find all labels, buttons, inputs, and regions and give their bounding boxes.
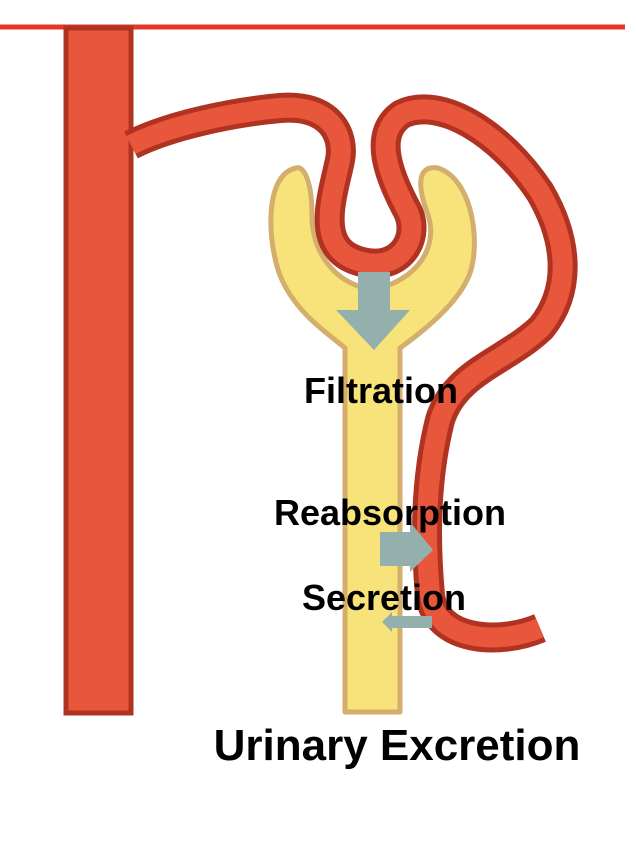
secretion-label: Secretion (302, 577, 466, 618)
filtration-arrow (336, 272, 410, 350)
renal-tubule (268, 165, 477, 715)
reabsorption-label: Reabsorption (274, 492, 506, 533)
main-blood-vessel (63, 25, 134, 716)
arteriole-loop (124, 92, 578, 653)
urinary-excretion-label: Urinary Excretion (214, 721, 581, 770)
secretion-arrow (382, 612, 432, 632)
filtration-label: Filtration (304, 370, 458, 411)
reabsorption-arrow (380, 522, 433, 572)
